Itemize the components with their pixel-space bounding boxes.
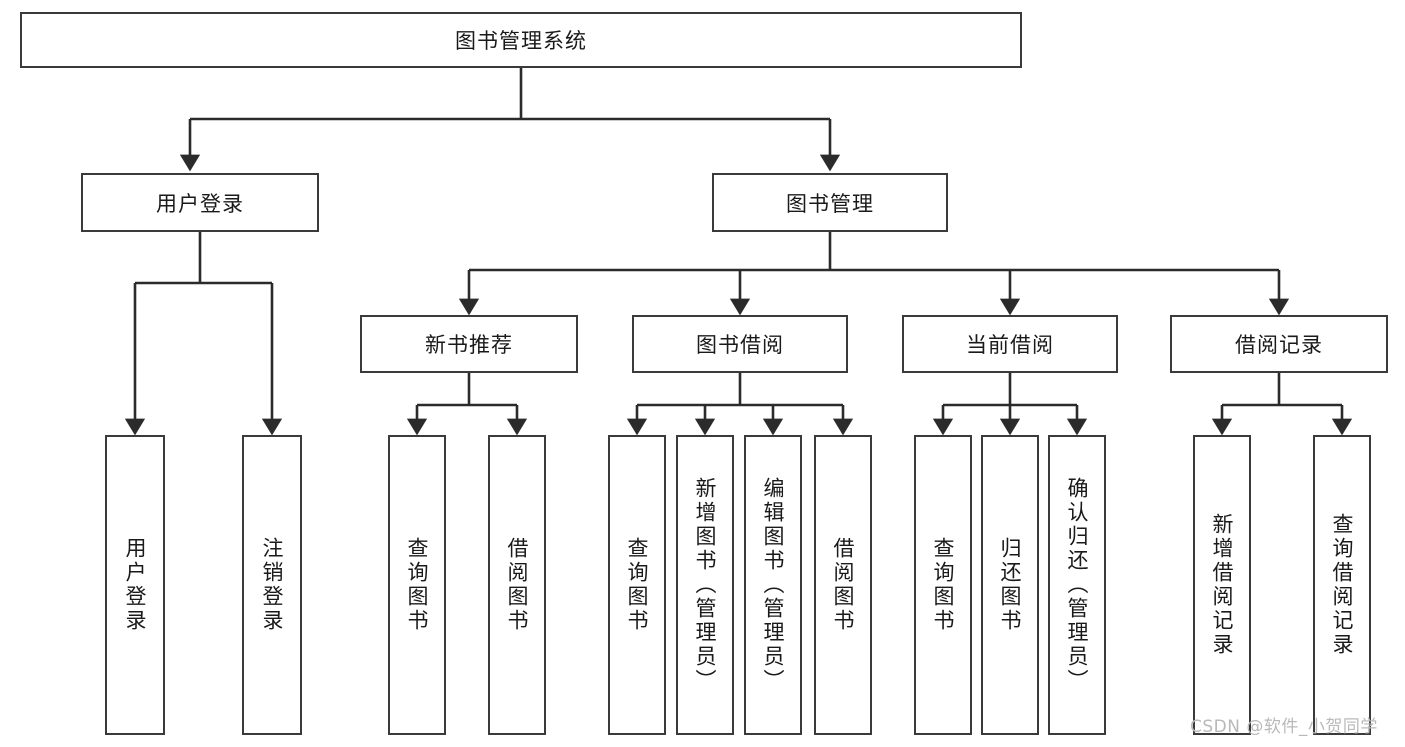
leaf-current-borrow-return[interactable]: 归还图书: [981, 435, 1039, 735]
node-book-management[interactable]: 图书管理: [712, 173, 948, 232]
node-borrow-record[interactable]: 借阅记录: [1170, 315, 1388, 373]
node-label: 查询图书: [931, 537, 956, 633]
leaf-borrow-record-add[interactable]: 新增借阅记录: [1193, 435, 1251, 735]
leaf-borrow-record-query[interactable]: 查询借阅记录: [1313, 435, 1371, 735]
leaf-current-borrow-confirm[interactable]: 确认归还（管理员）: [1048, 435, 1106, 735]
node-label: 用户登录: [156, 191, 244, 216]
node-current-borrow[interactable]: 当前借阅: [902, 315, 1118, 373]
node-label: 当前借阅: [966, 333, 1054, 357]
node-book-borrow[interactable]: 图书借阅: [632, 315, 848, 373]
leaf-new-book-query[interactable]: 查询图书: [388, 435, 446, 735]
leaf-user-login-logout[interactable]: 注销登录: [242, 435, 302, 735]
leaf-book-borrow-edit[interactable]: 编辑图书（管理员）: [744, 435, 802, 735]
leaf-new-book-borrow[interactable]: 借阅图书: [488, 435, 546, 735]
node-label: 归还图书: [998, 537, 1023, 633]
node-label: 借阅记录: [1235, 333, 1323, 357]
node-label: 借阅图书: [505, 537, 530, 633]
node-new-book-recommend[interactable]: 新书推荐: [360, 315, 578, 373]
leaf-book-borrow-borrow[interactable]: 借阅图书: [814, 435, 872, 735]
node-label: 图书借阅: [696, 333, 784, 357]
node-label: 新增借阅记录: [1210, 513, 1235, 657]
node-label: 查询图书: [405, 537, 430, 633]
node-user-login[interactable]: 用户登录: [81, 173, 319, 232]
node-label: 查询借阅记录: [1330, 513, 1355, 657]
leaf-user-login-login[interactable]: 用户登录: [105, 435, 165, 735]
node-label: 借阅图书: [831, 537, 856, 633]
node-label: 图书管理: [786, 191, 874, 216]
leaf-book-borrow-query[interactable]: 查询图书: [608, 435, 666, 735]
node-label: 图书管理系统: [455, 29, 587, 53]
leaf-current-borrow-query[interactable]: 查询图书: [914, 435, 972, 735]
node-label: 新增图书（管理员）: [693, 477, 718, 693]
node-label: 确认归还（管理员）: [1065, 477, 1090, 693]
leaf-book-borrow-add[interactable]: 新增图书（管理员）: [676, 435, 734, 735]
csdn-watermark: CSDN @软件_小贺同学: [1190, 717, 1378, 737]
node-root-system[interactable]: 图书管理系统: [20, 12, 1022, 68]
node-label: 查询图书: [625, 537, 650, 633]
node-label: 注销登录: [260, 537, 285, 633]
node-label: 编辑图书（管理员）: [761, 477, 786, 693]
node-label: 新书推荐: [425, 333, 513, 357]
node-label: 用户登录: [123, 537, 148, 633]
